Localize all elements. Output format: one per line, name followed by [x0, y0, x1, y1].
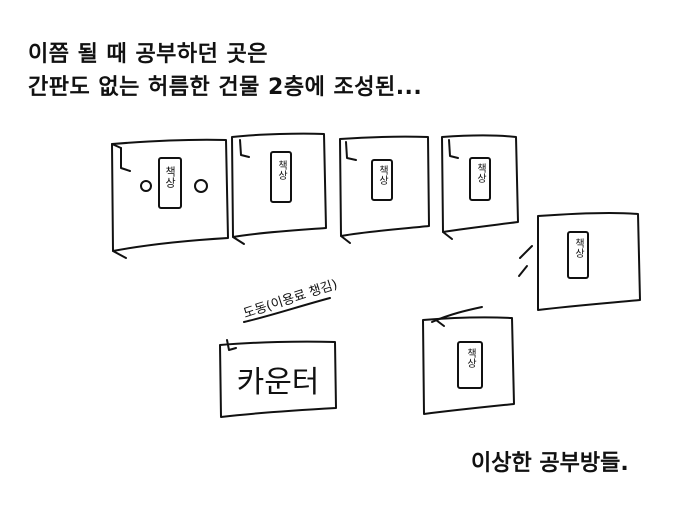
desk-5: 책상 [518, 211, 641, 311]
desk-label: 책상 [573, 238, 585, 258]
bottom-caption: 이상한 공부방들. [471, 451, 629, 476]
desk-2: 책상 [231, 132, 327, 245]
counter-label: 카운터 [237, 365, 320, 400]
desk-label: 책상 [164, 166, 177, 188]
desk-6: 책상 [422, 306, 515, 415]
desk-label: 책상 [475, 163, 487, 183]
desk-3: 책상 [339, 135, 430, 244]
chair-circle-left [140, 180, 152, 192]
chair-circle-right [194, 179, 208, 193]
caption-line-1: 이쯤 될 때 공부하던 곳은 [28, 42, 269, 67]
desk-4: 책상 [441, 134, 519, 240]
top-caption: 이쯤 될 때 공부하던 곳은 간판도 없는 허름한 건물 2층에 조성된... [28, 38, 422, 104]
desk-1: 책상 [111, 138, 229, 259]
desk-label: 책상 [276, 160, 288, 180]
counter [219, 297, 337, 418]
desk-label: 책상 [377, 165, 389, 185]
caption-line-2: 간판도 없는 허름한 건물 2층에 조성된... [28, 75, 423, 100]
desk-label: 책상 [465, 348, 477, 368]
